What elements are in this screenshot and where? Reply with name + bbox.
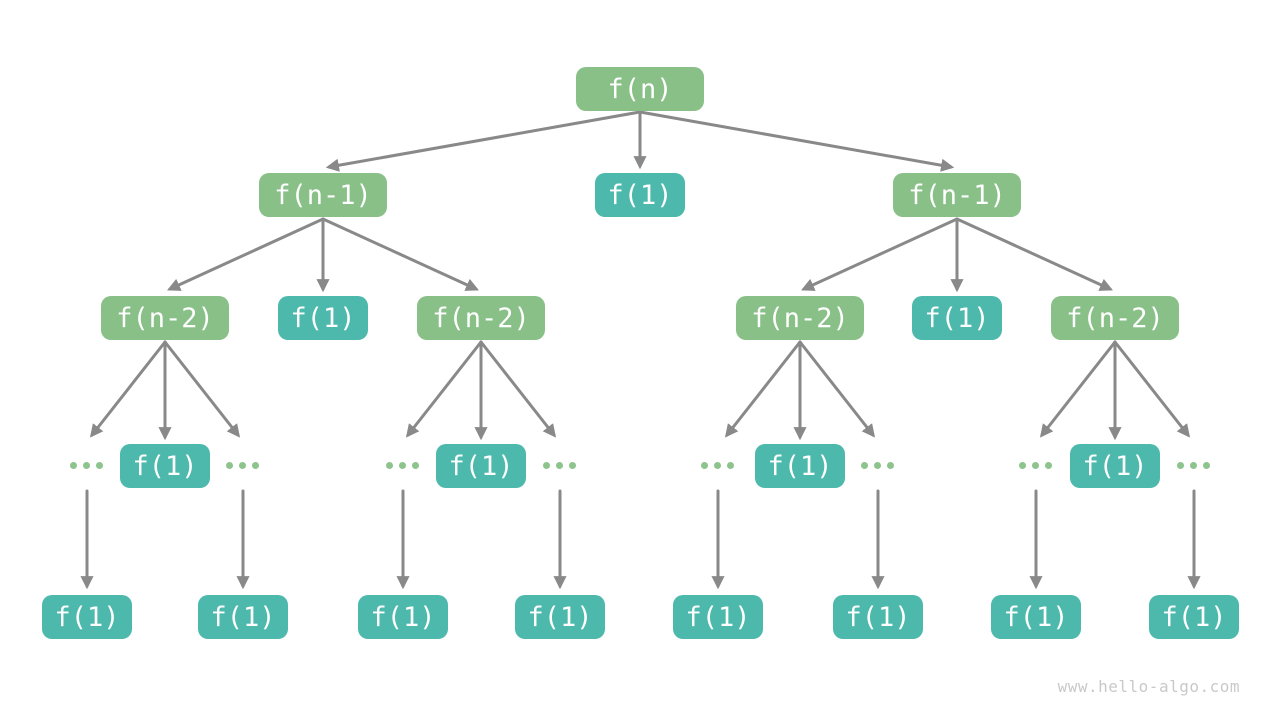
node-label: f(n-2) [1066, 302, 1164, 334]
node-l2-right: f(n-1) [893, 173, 1021, 217]
node-label: f(1) [685, 601, 751, 633]
node-label: f(n-2) [432, 302, 530, 334]
edge-l2left-l3-1 [166, 217, 325, 291]
edge-l3-6-dots-left [1039, 340, 1117, 438]
edge-root-l2-right [638, 110, 955, 172]
edge-l3-4-dots-left [724, 340, 802, 438]
node-l3-3: f(n-2) [417, 296, 545, 340]
ellipsis-node [701, 462, 734, 469]
node-l3-6: f(n-2) [1051, 296, 1179, 340]
node-label: f(n) [607, 73, 673, 105]
node-l3-4: f(n-2) [736, 296, 864, 340]
node-label: f(1) [370, 601, 436, 633]
node-label: f(n-1) [908, 179, 1006, 211]
node-label: f(n-2) [116, 302, 214, 334]
node-l5-2: f(1) [198, 595, 288, 639]
node-label: f(n-1) [274, 179, 372, 211]
node-label: f(1) [448, 450, 514, 482]
node-label: f(1) [1161, 601, 1227, 633]
node-l2-left: f(n-1) [259, 173, 387, 217]
edge-l2left-l3-3 [321, 217, 480, 291]
node-l5-5: f(1) [673, 595, 763, 639]
node-label: f(1) [767, 450, 833, 482]
node-label: f(1) [607, 179, 673, 211]
ellipsis-node [226, 462, 259, 469]
node-l4-4: f(1) [1070, 444, 1160, 488]
node-l5-7: f(1) [991, 595, 1081, 639]
node-l4-1: f(1) [120, 444, 210, 488]
node-label: f(1) [924, 302, 990, 334]
node-label: f(1) [132, 450, 198, 482]
node-l5-3: f(1) [358, 595, 448, 639]
node-l3-1: f(n-2) [101, 296, 229, 340]
node-l5-1: f(1) [42, 595, 132, 639]
ellipsis-node [70, 462, 103, 469]
node-label: f(1) [1003, 601, 1069, 633]
edge-l3-1-dots-left [89, 340, 167, 438]
node-l5-6: f(1) [833, 595, 923, 639]
edge-l3-1-dots-right [163, 340, 241, 438]
node-label: f(1) [54, 601, 120, 633]
edge-l3-4-dots-right [798, 340, 876, 438]
node-label: f(1) [210, 601, 276, 633]
edge-root-l2-left [325, 110, 642, 172]
edge-l2right-l3-6 [955, 217, 1114, 291]
node-l5-8: f(1) [1149, 595, 1239, 639]
node-l5-4: f(1) [515, 595, 605, 639]
node-l4-2: f(1) [436, 444, 526, 488]
node-l2-mid: f(1) [595, 173, 685, 217]
ellipsis-node [1019, 462, 1052, 469]
ellipsis-node [861, 462, 894, 469]
edge-l3-6-dots-right [1113, 340, 1191, 438]
ellipsis-node [1177, 462, 1210, 469]
edge-l3-3-dots-left [405, 340, 483, 438]
node-l3-2: f(1) [278, 296, 368, 340]
edge-l3-3-dots-right [479, 340, 557, 438]
node-l4-3: f(1) [755, 444, 845, 488]
node-label: f(1) [845, 601, 911, 633]
node-root: f(n) [576, 67, 704, 111]
ellipsis-node [386, 462, 419, 469]
node-l3-5: f(1) [912, 296, 1002, 340]
watermark-url: www.hello-algo.com [1057, 677, 1240, 696]
node-label: f(1) [290, 302, 356, 334]
node-label: f(n-2) [751, 302, 849, 334]
node-label: f(1) [527, 601, 593, 633]
ellipsis-node [543, 462, 576, 469]
node-label: f(1) [1082, 450, 1148, 482]
edge-l2right-l3-4 [800, 217, 959, 291]
